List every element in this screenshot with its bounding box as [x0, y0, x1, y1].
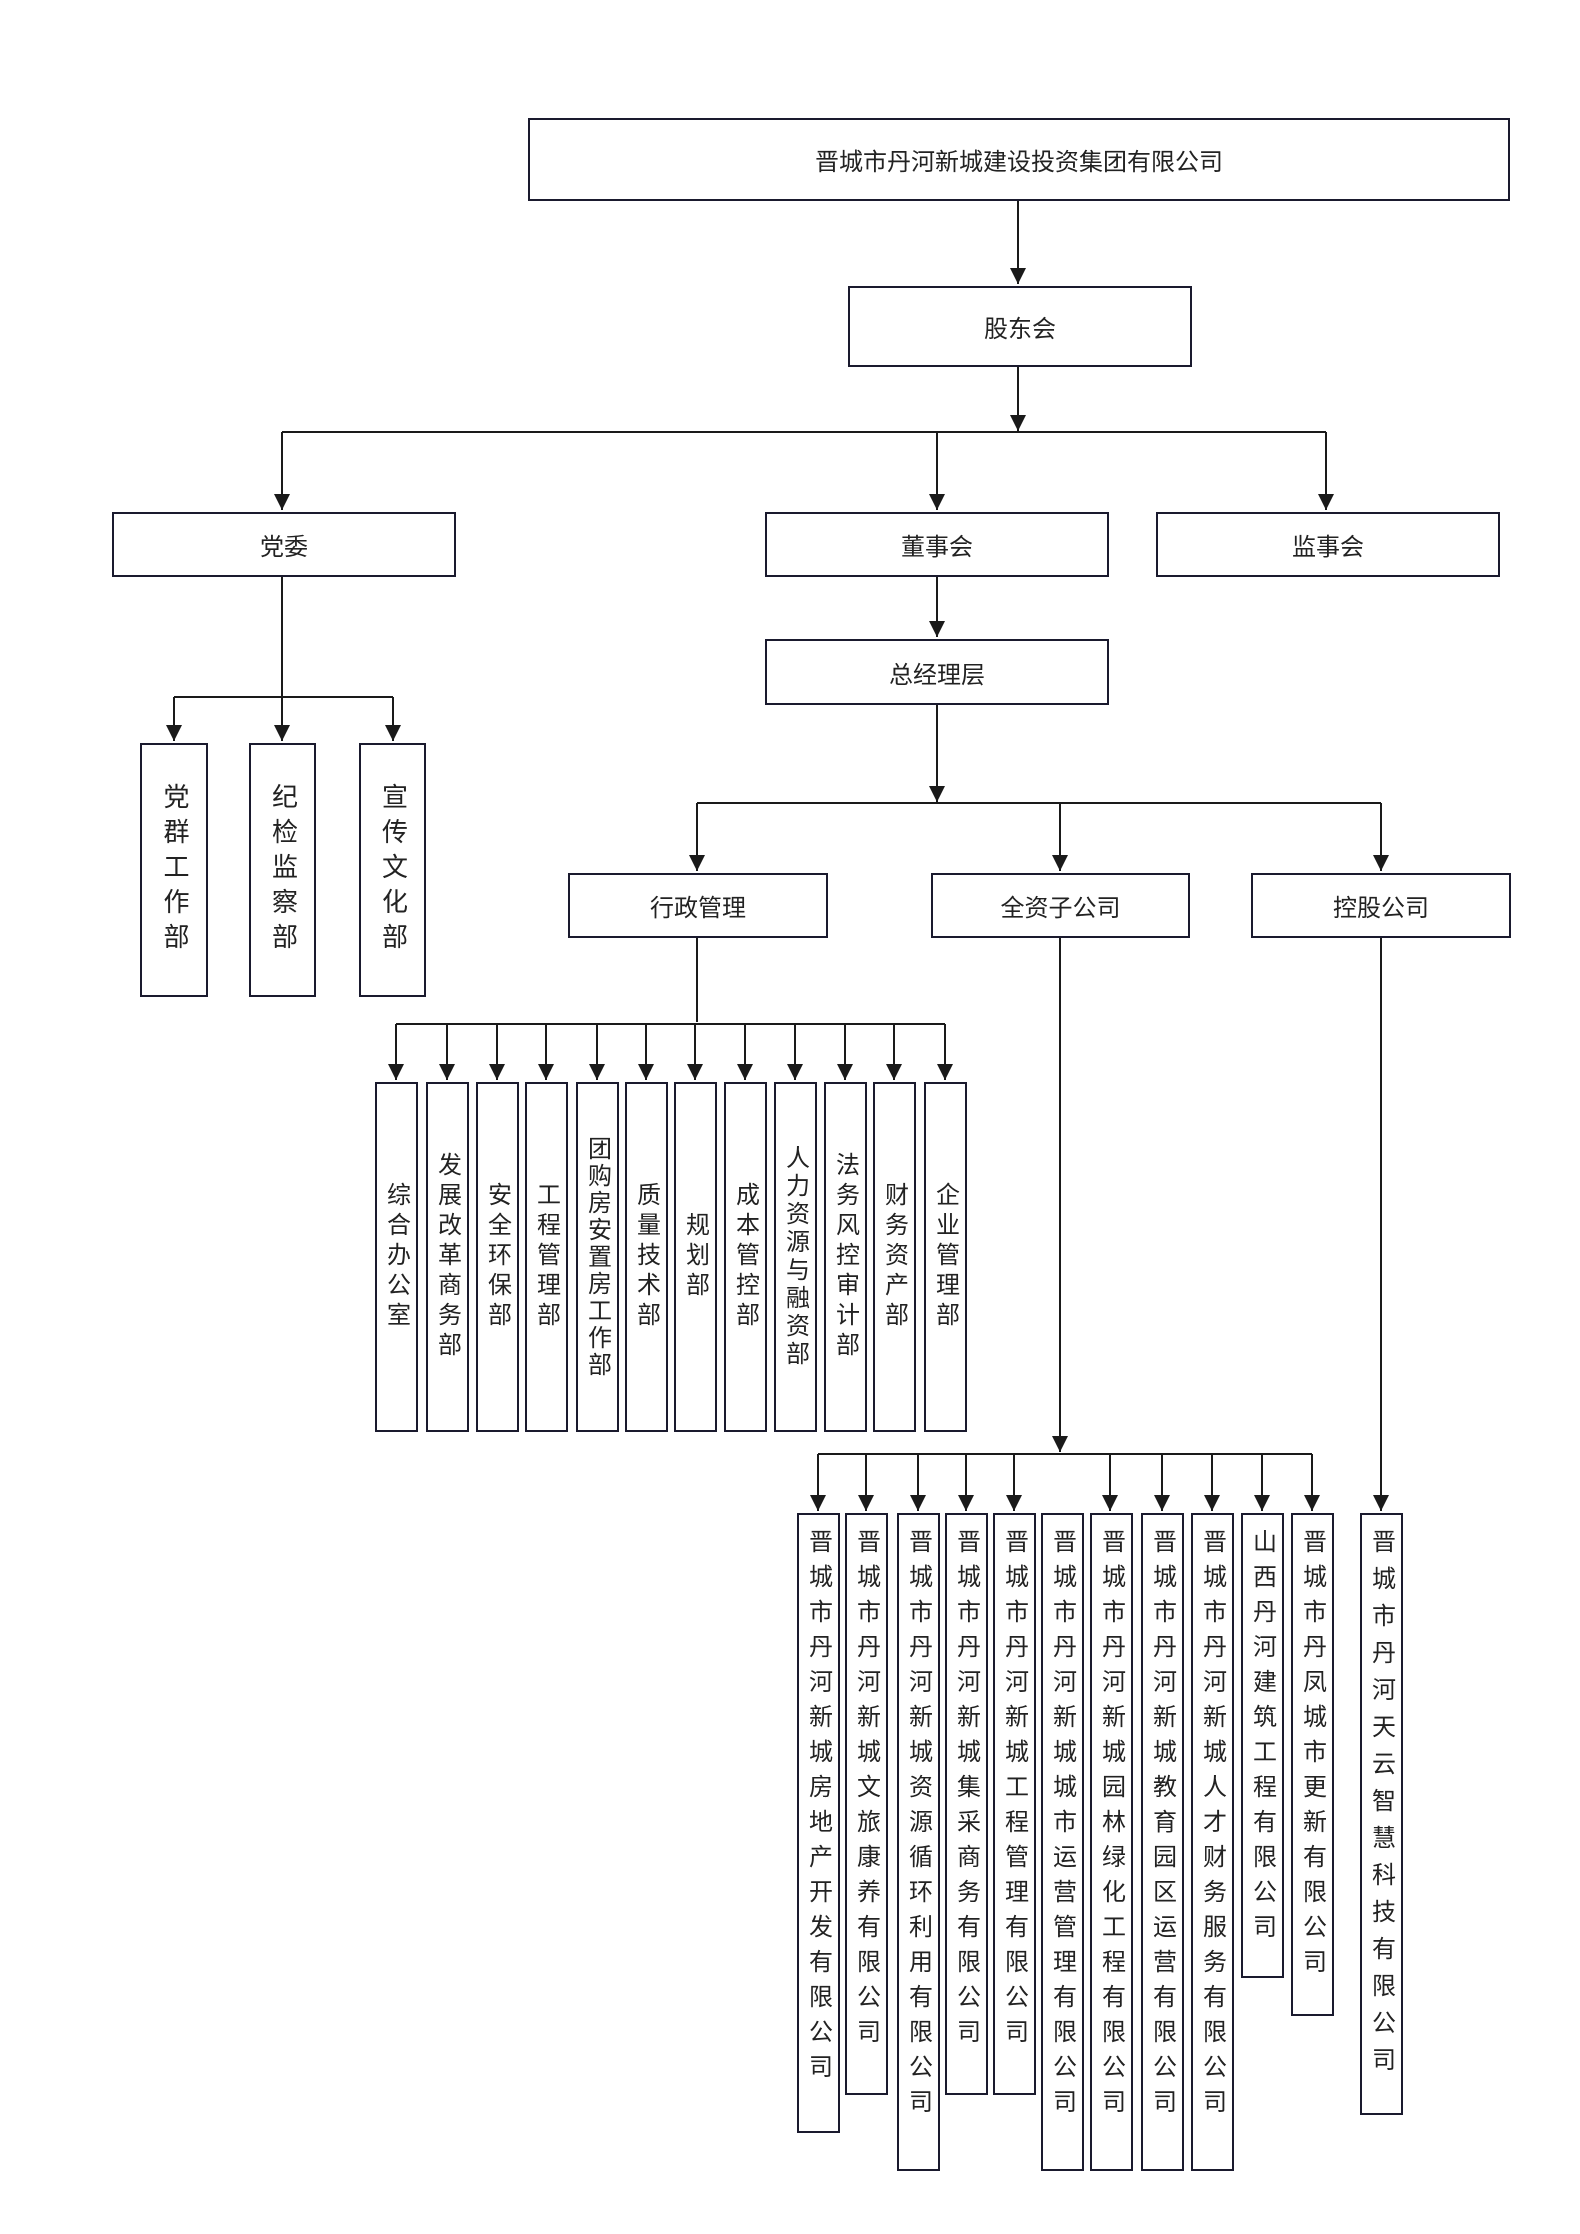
- wholly-owned-company-box: 晋城市丹河新城人才财务服务有限公司: [1191, 1513, 1234, 2171]
- wholly-owned-company-box: 晋城市丹河新城集采商务有限公司: [945, 1513, 988, 2095]
- wholly-owned-company-label: 山西丹河建筑工程有限公司: [1248, 1529, 1277, 1949]
- party-dept-label: 纪检监察部: [267, 782, 298, 958]
- wholly-owned-box: 全资子公司: [931, 873, 1190, 938]
- wholly-owned-company-box: 山西丹河建筑工程有限公司: [1241, 1513, 1284, 1978]
- admin-dept-box: 发展改革商务部: [426, 1082, 469, 1432]
- party-committee-box: 党委: [112, 512, 456, 577]
- admin-dept-label: 人力资源与融资部: [781, 1145, 810, 1369]
- wholly-owned-company-label: 晋城市丹河新城城市运营管理有限公司: [1048, 1529, 1077, 2124]
- admin-dept-label: 团购房安置房工作部: [583, 1135, 612, 1379]
- admin-dept-label: 综合办公室: [382, 1182, 411, 1332]
- root-company-box: 晋城市丹河新城建设投资集团有限公司: [528, 118, 1510, 201]
- wholly-owned-company-box: 晋城市丹河新城工程管理有限公司: [993, 1513, 1036, 2095]
- party-dept-box: 宣传文化部: [359, 743, 426, 997]
- shareholders-label: 股东会: [984, 315, 1056, 343]
- wholly-owned-company-label: 晋城市丹河新城人才财务服务有限公司: [1198, 1529, 1227, 2124]
- admin-dept-box: 质量技术部: [625, 1082, 668, 1432]
- wholly-owned-company-box: 晋城市丹凤城市更新有限公司: [1291, 1513, 1334, 2016]
- wholly-owned-company-label: 晋城市丹河新城园林绿化工程有限公司: [1097, 1529, 1126, 2124]
- root-company-label: 晋城市丹河新城建设投资集团有限公司: [815, 148, 1223, 176]
- holding-label: 控股公司: [1333, 894, 1429, 922]
- party-dept-box: 党群工作部: [140, 743, 208, 997]
- admin-dept-box: 综合办公室: [375, 1082, 418, 1432]
- admin-dept-box: 人力资源与融资部: [774, 1082, 817, 1432]
- holding-company-box: 晋城市丹河天云智慧科技有限公司: [1360, 1513, 1403, 2115]
- board-box: 董事会: [765, 512, 1109, 577]
- wholly-owned-company-box: 晋城市丹河新城园林绿化工程有限公司: [1090, 1513, 1133, 2171]
- admin-dept-label: 发展改革商务部: [433, 1152, 462, 1362]
- admin-box: 行政管理: [568, 873, 828, 938]
- wholly-owned-company-label: 晋城市丹河新城工程管理有限公司: [1000, 1529, 1029, 2054]
- party-dept-label: 宣传文化部: [377, 782, 408, 958]
- holding-company-label: 晋城市丹河天云智慧科技有限公司: [1367, 1529, 1396, 2084]
- party-dept-box: 纪检监察部: [249, 743, 316, 997]
- wholly-owned-company-box: 晋城市丹河新城文旅康养有限公司: [845, 1513, 888, 2095]
- board-label: 董事会: [901, 533, 973, 561]
- admin-dept-box: 成本管控部: [724, 1082, 767, 1432]
- admin-dept-box: 安全环保部: [476, 1082, 519, 1432]
- admin-dept-box: 规划部: [674, 1082, 717, 1432]
- admin-dept-box: 财务资产部: [873, 1082, 916, 1432]
- shareholders-box: 股东会: [848, 286, 1192, 367]
- admin-dept-label: 企业管理部: [931, 1182, 960, 1332]
- wholly-owned-company-box: 晋城市丹河新城城市运营管理有限公司: [1041, 1513, 1084, 2171]
- wholly-owned-company-label: 晋城市丹河新城集采商务有限公司: [952, 1529, 981, 2054]
- party-dept-label: 党群工作部: [159, 782, 189, 958]
- wholly-owned-company-label: 晋城市丹河新城房地产开发有限公司: [804, 1529, 833, 2089]
- party-committee-label: 党委: [260, 533, 308, 561]
- admin-dept-box: 法务风控审计部: [824, 1082, 867, 1432]
- wholly-owned-company-box: 晋城市丹河新城资源循环利用有限公司: [897, 1513, 940, 2171]
- supervisors-label: 监事会: [1292, 533, 1364, 561]
- admin-dept-box: 团购房安置房工作部: [576, 1082, 619, 1432]
- admin-dept-box: 企业管理部: [924, 1082, 967, 1432]
- admin-dept-label: 安全环保部: [483, 1182, 512, 1332]
- wholly-owned-company-label: 晋城市丹河新城文旅康养有限公司: [852, 1529, 881, 2054]
- wholly-owned-company-label: 晋城市丹凤城市更新有限公司: [1298, 1529, 1327, 1984]
- admin-dept-label: 质量技术部: [632, 1182, 661, 1332]
- wholly-owned-label: 全资子公司: [1000, 894, 1121, 922]
- wholly-owned-company-label: 晋城市丹河新城资源循环利用有限公司: [904, 1529, 933, 2124]
- management-label: 总经理层: [889, 660, 985, 689]
- admin-dept-label: 规划部: [681, 1212, 710, 1302]
- management-box: 总经理层: [765, 639, 1109, 705]
- admin-label: 行政管理: [650, 894, 746, 922]
- admin-dept-label: 成本管控部: [731, 1182, 760, 1332]
- wholly-owned-company-box: 晋城市丹河新城房地产开发有限公司: [797, 1513, 840, 2133]
- supervisors-box: 监事会: [1156, 512, 1500, 577]
- admin-dept-label: 法务风控审计部: [831, 1152, 860, 1362]
- wholly-owned-company-label: 晋城市丹河新城教育园区运营有限公司: [1148, 1529, 1177, 2124]
- admin-dept-label: 财务资产部: [880, 1182, 909, 1332]
- wholly-owned-company-box: 晋城市丹河新城教育园区运营有限公司: [1141, 1513, 1184, 2171]
- admin-dept-box: 工程管理部: [525, 1082, 568, 1432]
- admin-dept-label: 工程管理部: [532, 1182, 561, 1332]
- holding-box: 控股公司: [1251, 873, 1511, 938]
